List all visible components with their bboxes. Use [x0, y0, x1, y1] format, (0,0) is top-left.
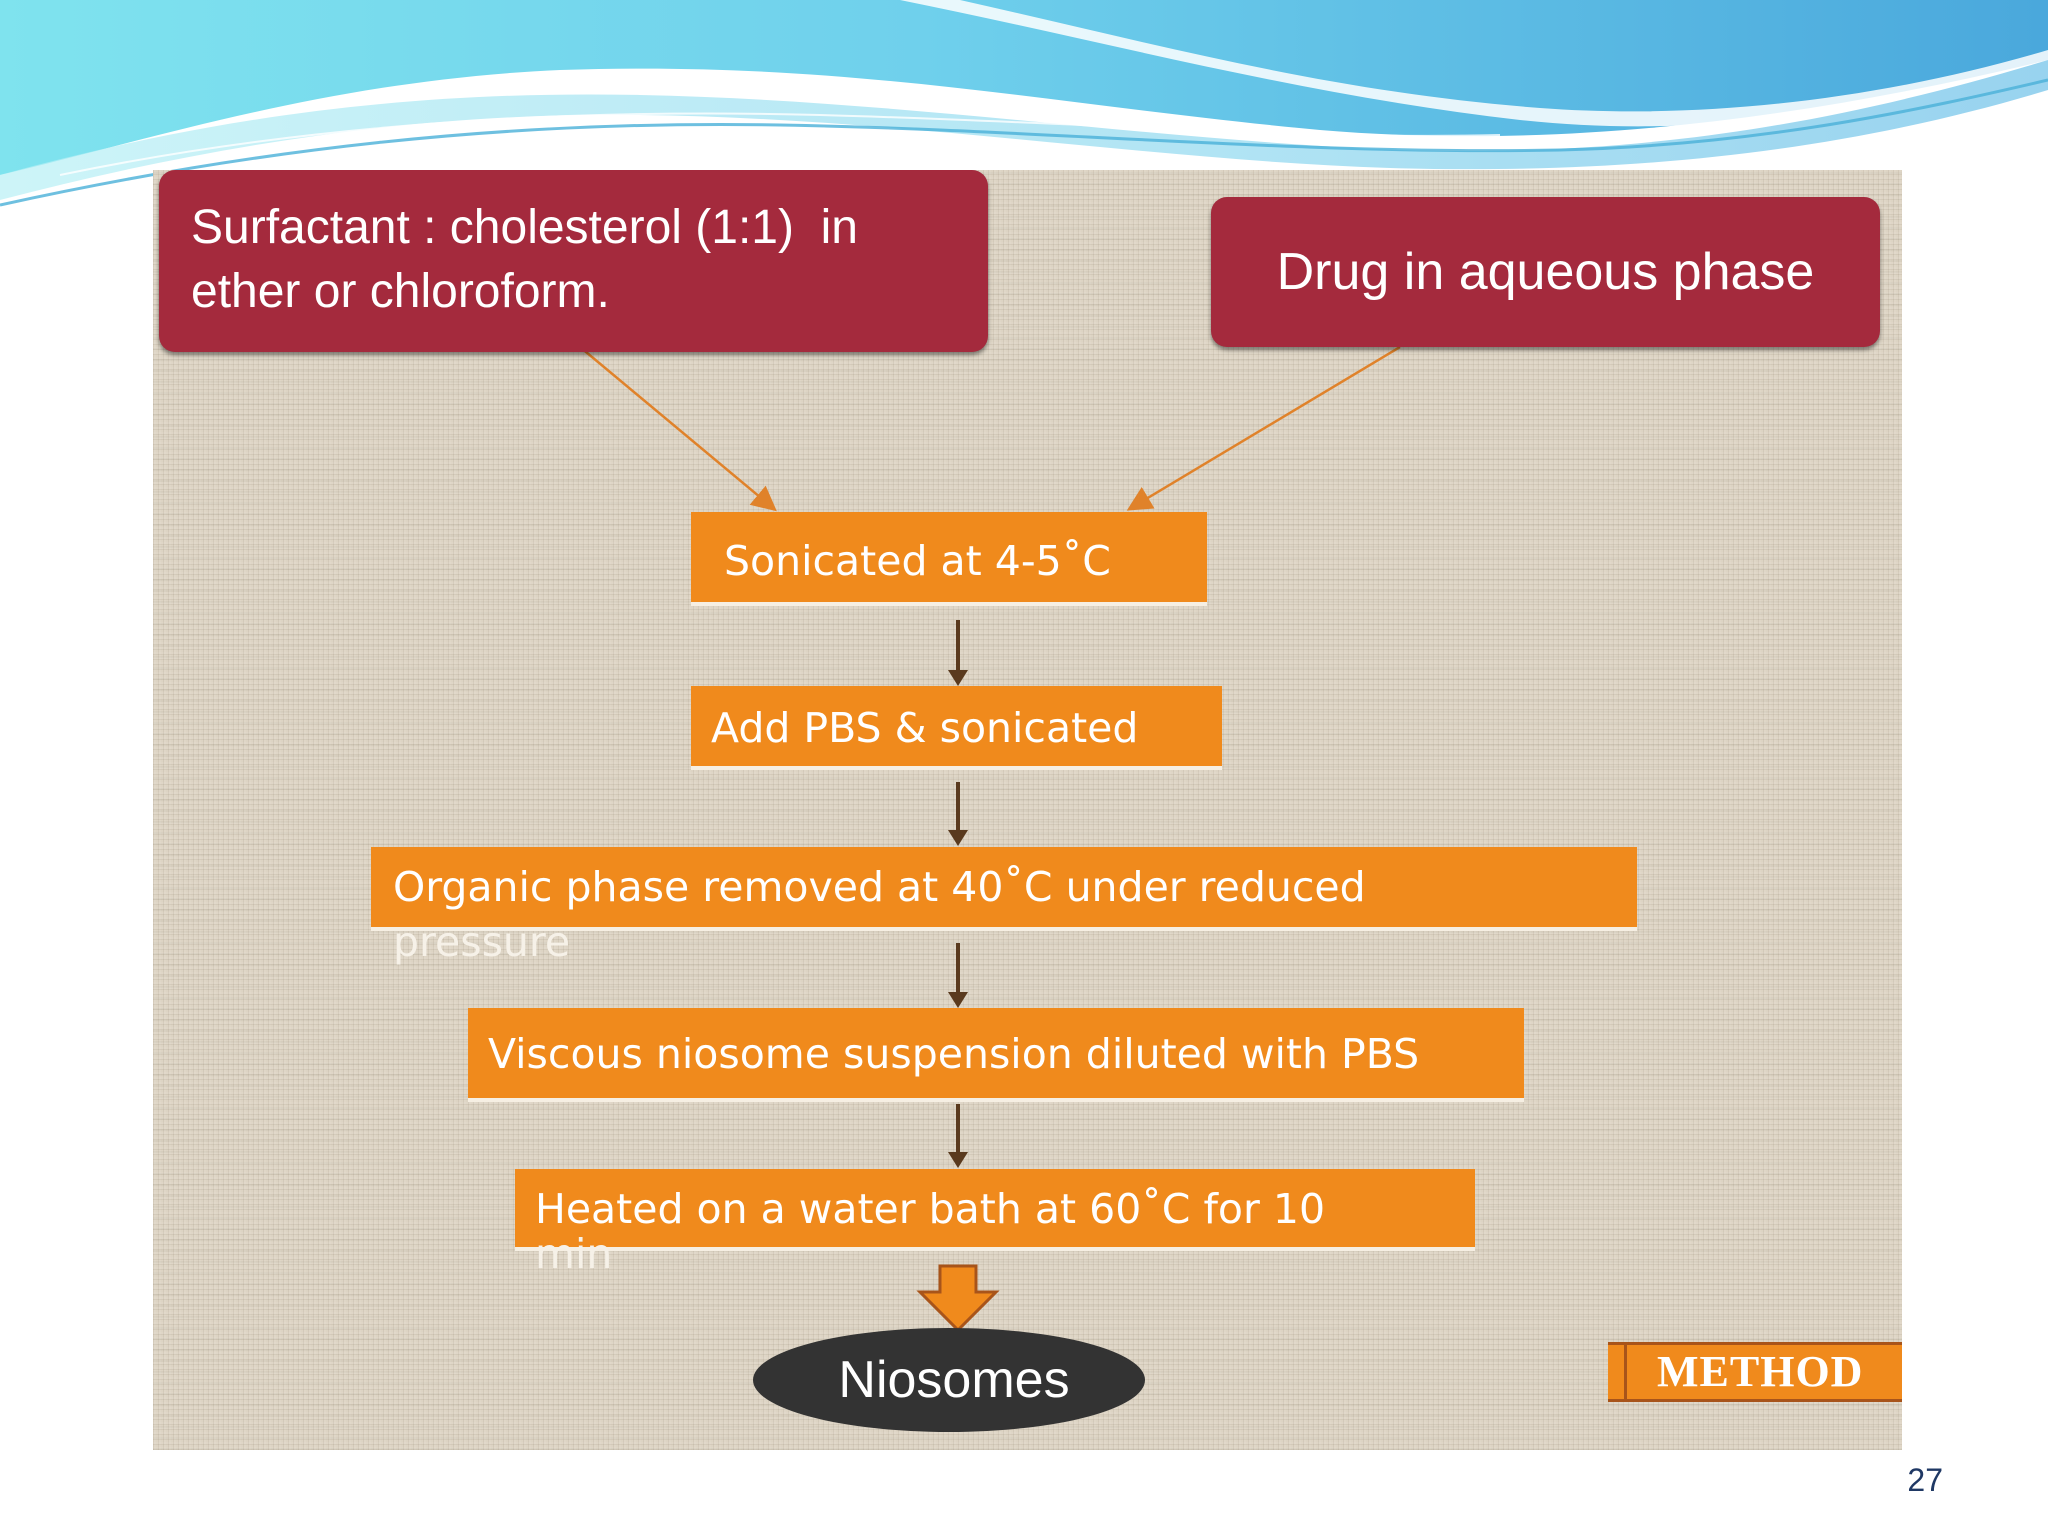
step-heat-water-bath-overflow: min: [535, 1230, 613, 1278]
input-surfactant-line1: Surfactant : cholesterol (1:1) in: [191, 201, 858, 254]
down-arrow-4: [948, 1104, 968, 1168]
step-remove-organic-phase-label: Organic phase removed at 40˚C under redu…: [393, 863, 1366, 911]
arrow-surfactant-to-sonication: [579, 346, 777, 512]
input-surfactant-line2: ether or chloroform.: [191, 265, 610, 318]
down-arrow-result: [916, 1264, 1000, 1333]
result-niosomes-label: Niosomes: [838, 1351, 1070, 1409]
step-heat-water-bath: Heated on a water bath at 60˚C for 10: [515, 1169, 1475, 1247]
step-dilute-suspension-label: Viscous niosome suspension diluted with …: [488, 1030, 1420, 1078]
slide-number: 27: [1907, 1462, 1943, 1498]
down-arrow-3: [948, 943, 968, 1008]
step-add-pbs: Add PBS & sonicated: [691, 686, 1222, 766]
flow-connectors: [579, 345, 1401, 1333]
result-niosomes: Niosomes: [753, 1328, 1145, 1432]
step-heat-water-bath-label: Heated on a water bath at 60˚C for 10: [535, 1185, 1326, 1233]
step-dilute-suspension: Viscous niosome suspension diluted with …: [468, 1008, 1524, 1098]
header-wave-banner: [0, 0, 2048, 207]
method-tag: METHOD: [1608, 1342, 1902, 1402]
arrow-drug-to-sonication: [1126, 345, 1401, 511]
step-remove-organic-phase: Organic phase removed at 40˚C under redu…: [371, 847, 1637, 927]
method-tag-label: METHOD: [1624, 1345, 1902, 1399]
step-add-pbs-label: Add PBS & sonicated: [711, 704, 1139, 752]
input-surfactant-box: Surfactant : cholesterol (1:1) in ether …: [159, 170, 988, 352]
step-sonication: Sonicated at 4-5˚C: [691, 512, 1207, 602]
step-sonication-label: Sonicated at 4-5˚C: [724, 537, 1111, 585]
down-arrow-2: [948, 782, 968, 846]
input-drug-box: Drug in aqueous phase: [1211, 197, 1880, 347]
input-drug-label: Drug in aqueous phase: [1276, 243, 1815, 301]
step-remove-organic-phase-overflow: pressure: [393, 918, 571, 966]
down-arrow-1: [948, 620, 968, 686]
flowchart-panel: Surfactant : cholesterol (1:1) in ether …: [153, 170, 1902, 1450]
